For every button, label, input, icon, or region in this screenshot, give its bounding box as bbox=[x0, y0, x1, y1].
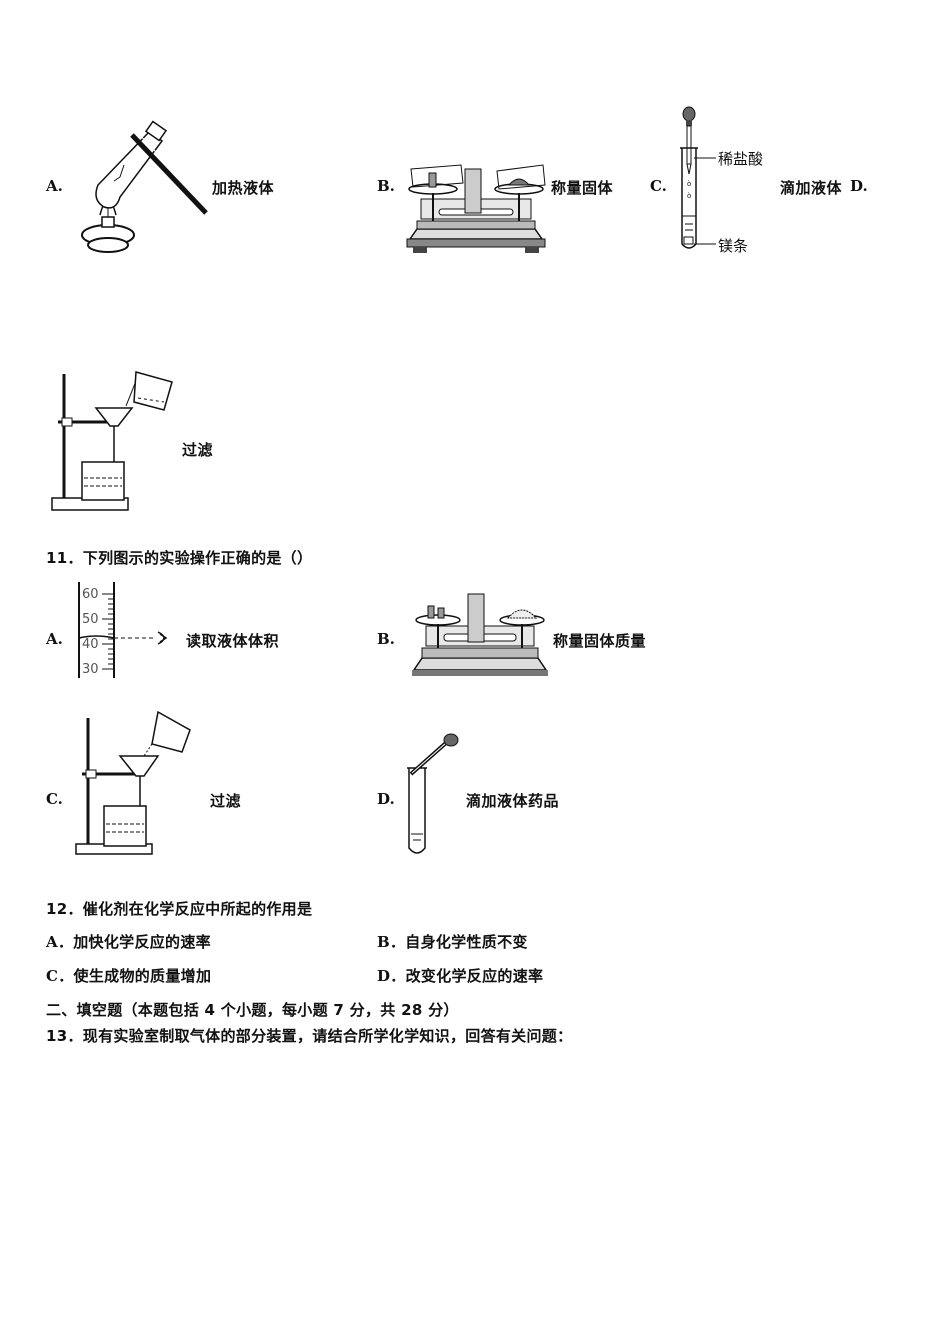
q12-option-b-text: 自身化学性质不变 bbox=[405, 933, 528, 951]
q12-option-d-text: 改变化学反应的速率 bbox=[405, 967, 544, 985]
dropper-figure-q11 bbox=[405, 736, 465, 858]
q10-callout-dilute-hcl: 稀盐酸 bbox=[718, 150, 764, 168]
q11-stem: 11．下列图示的实验操作正确的是（） bbox=[46, 547, 312, 568]
q12-option-a-letter: A． bbox=[46, 933, 74, 951]
q10-callout-magnesium: 镁条 bbox=[718, 237, 749, 255]
q13-number: 13． bbox=[46, 1027, 83, 1045]
dropper-test-tube-figure: òò bbox=[676, 106, 716, 256]
q11-option-d-caption: 滴加液体药品 bbox=[466, 792, 560, 810]
q10-option-c-caption: 滴加液体 bbox=[780, 179, 843, 197]
q13-text: 现有实验室制取气体的部分装置，请结合所学化学知识，回答有关问题： bbox=[82, 1027, 573, 1045]
q10-option-a-caption: 加热液体 bbox=[212, 179, 275, 197]
q13-stem: 13．现有实验室制取气体的部分装置，请结合所学化学知识，回答有关问题： bbox=[46, 1025, 572, 1046]
q12-option-b-letter: B． bbox=[377, 933, 406, 951]
q11-option-b-caption: 称量固体质量 bbox=[553, 632, 647, 650]
scale-30: 30 bbox=[82, 662, 99, 677]
q11-option-a-caption: 读取液体体积 bbox=[186, 632, 280, 650]
q12-option-d: D．改变化学反应的速率 bbox=[377, 965, 543, 986]
scale-40: 40 bbox=[82, 637, 99, 652]
q11-option-a-letter: A. bbox=[46, 630, 63, 648]
q10-option-b-letter: B. bbox=[377, 177, 395, 195]
q12-option-c: C．使生成物的质量增加 bbox=[46, 965, 211, 986]
q10-option-d-caption: 过滤 bbox=[182, 441, 214, 459]
filtration-figure-q10 bbox=[50, 368, 180, 518]
heating-liquid-figure bbox=[80, 125, 220, 260]
q11-number: 11． bbox=[46, 549, 83, 567]
q10-option-a-letter: A. bbox=[46, 177, 63, 195]
q12-text: 催化剂在化学反应中所起的作用是 bbox=[82, 900, 313, 918]
q11-option-c-caption: 过滤 bbox=[210, 792, 242, 810]
filtration-figure-q11 bbox=[74, 710, 194, 856]
graduated-cylinder-figure: 60 50 40 30 bbox=[76, 582, 186, 680]
eye-icon bbox=[158, 632, 166, 644]
q12-stem: 12．催化剂在化学反应中所起的作用是 bbox=[46, 898, 312, 919]
svg-text:ò: ò bbox=[687, 180, 691, 188]
q12-option-d-letter: D． bbox=[377, 967, 406, 985]
q11-text: 下列图示的实验操作正确的是（） bbox=[82, 549, 313, 567]
balance-figure bbox=[412, 590, 548, 676]
q11-option-d-letter: D. bbox=[377, 790, 395, 808]
q12-option-a-text: 加快化学反应的速率 bbox=[73, 933, 211, 951]
svg-text:ò: ò bbox=[687, 192, 691, 200]
q12-option-a: A．加快化学反应的速率 bbox=[46, 931, 211, 952]
q10-option-d-letter: D. bbox=[850, 177, 868, 195]
scale-50: 50 bbox=[82, 612, 99, 627]
q12-option-c-text: 使生成物的质量增加 bbox=[73, 967, 212, 985]
q10-option-b-caption: 称量固体 bbox=[551, 179, 614, 197]
balance-paper-figure bbox=[405, 163, 547, 253]
q12-number: 12． bbox=[46, 900, 83, 918]
scale-60: 60 bbox=[82, 587, 99, 602]
section-2-heading: 二、填空题（本题包括 4 个小题，每小题 7 分，共 28 分） bbox=[46, 1001, 459, 1019]
q11-option-c-letter: C. bbox=[46, 790, 63, 808]
q10-option-c-letter: C. bbox=[650, 177, 667, 195]
q12-option-b: B．自身化学性质不变 bbox=[377, 931, 528, 952]
q12-option-c-letter: C． bbox=[46, 967, 74, 985]
q11-option-b-letter: B. bbox=[377, 630, 395, 648]
